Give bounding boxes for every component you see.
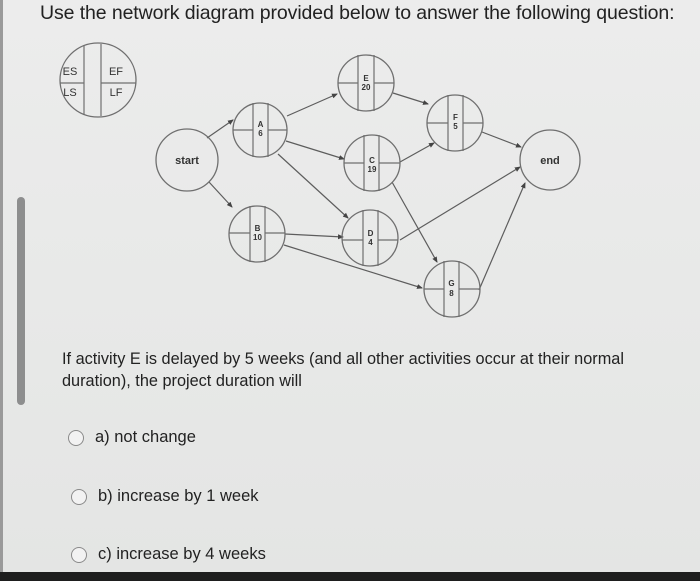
option-b[interactable]: b) increase by 1 week bbox=[71, 487, 259, 506]
scrollbar[interactable] bbox=[17, 197, 25, 405]
node-d: D 4 bbox=[341, 209, 399, 267]
node-end: end bbox=[519, 129, 581, 191]
node-e-duration: 20 bbox=[362, 83, 371, 92]
node-c-duration: 19 bbox=[368, 165, 377, 174]
edge-start-b bbox=[208, 181, 233, 208]
radio-circle-icon[interactable] bbox=[71, 488, 87, 505]
window-edge bbox=[0, 0, 3, 581]
node-f: F 5 bbox=[426, 94, 484, 152]
option-a-label: a) not change bbox=[95, 428, 196, 446]
edge-a-d bbox=[277, 153, 349, 219]
legend-es: ES bbox=[63, 66, 78, 78]
node-d-label: D bbox=[368, 229, 374, 238]
node-end-label: end bbox=[540, 155, 560, 167]
option-b-label: b) increase by 1 week bbox=[98, 487, 259, 505]
node-start: start bbox=[155, 128, 219, 192]
option-a[interactable]: a) not change bbox=[68, 428, 196, 447]
node-c-label: C bbox=[369, 156, 375, 165]
bottom-edge bbox=[0, 572, 700, 581]
edge-a-c bbox=[285, 140, 345, 160]
radio-circle-icon[interactable] bbox=[68, 429, 84, 446]
page-title: Use the network diagram provided below t… bbox=[40, 2, 675, 24]
node-a: A 6 bbox=[232, 102, 288, 158]
node-d-duration: 4 bbox=[368, 238, 373, 247]
option-c[interactable]: c) increase by 4 weeks bbox=[71, 545, 266, 564]
legend-ef: EF bbox=[109, 66, 123, 78]
node-f-duration: 5 bbox=[453, 122, 458, 131]
legend-ls: LS bbox=[63, 87, 76, 99]
edge-b-g bbox=[283, 244, 423, 289]
node-e: E 20 bbox=[337, 54, 395, 112]
node-g-duration: 8 bbox=[449, 289, 454, 298]
legend-lf: LF bbox=[110, 87, 123, 99]
edge-start-a bbox=[206, 119, 234, 139]
network-diagram: ES EF LS LF start bbox=[59, 42, 581, 318]
edge-c-g bbox=[391, 181, 438, 263]
edge-c-f bbox=[399, 142, 435, 163]
legend-node: ES EF LS LF bbox=[59, 42, 137, 118]
option-c-label: c) increase by 4 weeks bbox=[98, 545, 266, 563]
node-b-duration: 10 bbox=[253, 233, 262, 242]
node-f-label: F bbox=[453, 113, 458, 122]
node-b-label: B bbox=[255, 224, 261, 233]
node-a-label: A bbox=[258, 120, 264, 129]
node-e-label: E bbox=[363, 74, 369, 83]
edge-f-end bbox=[481, 131, 522, 148]
node-start-label: start bbox=[175, 155, 199, 167]
edge-a-e bbox=[286, 93, 338, 117]
edge-e-f bbox=[392, 92, 429, 105]
node-a-duration: 6 bbox=[258, 129, 263, 138]
node-g-label: G bbox=[448, 279, 454, 288]
edge-g-end bbox=[478, 182, 526, 291]
edges bbox=[206, 92, 526, 291]
edge-d-end bbox=[399, 166, 521, 241]
question-text: If activity E is delayed by 5 weeks (and… bbox=[62, 350, 624, 390]
node-g: G 8 bbox=[423, 260, 481, 318]
node-c: C 19 bbox=[343, 134, 401, 192]
edge-b-d bbox=[284, 233, 344, 240]
radio-circle-icon[interactable] bbox=[71, 546, 87, 563]
node-b: B 10 bbox=[228, 205, 286, 263]
